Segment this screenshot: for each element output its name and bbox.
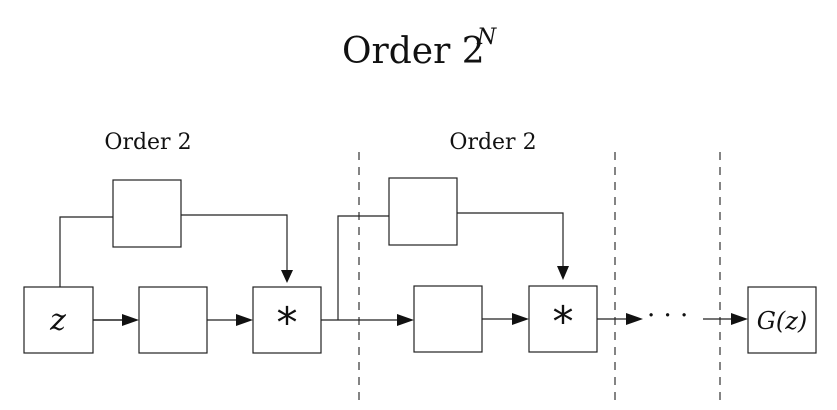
first-feedback-box (112, 179, 182, 248)
title-base: Order 2 (342, 31, 485, 72)
continuation-dots: · · · (647, 301, 688, 331)
second-forward-to-multiply-arrowhead (512, 313, 529, 325)
first-feedback-input-line (59, 216, 113, 287)
second-forward-box (413, 285, 483, 353)
output-label: G(z) (757, 307, 808, 335)
second-feedback-box (388, 177, 458, 246)
title: Order 2 N (342, 25, 497, 72)
input-box (23, 286, 94, 354)
second-multiply-label: * (553, 297, 574, 346)
output-box (747, 286, 817, 354)
second-feedback-input-line (337, 215, 389, 320)
first-forward-to-multiply-arrowhead (236, 314, 253, 326)
first-section-label: Order 2 (104, 130, 191, 155)
input-label: z (49, 303, 66, 338)
first-multiply-box (252, 286, 322, 354)
first-forward-box (138, 286, 208, 354)
second-feedback-arrowhead (557, 266, 569, 280)
first-output-to-second-forward-arrowhead (397, 314, 414, 326)
second-section-label: Order 2 (449, 130, 536, 155)
output-input-arrowhead (731, 313, 748, 325)
first-feedback-output-line (181, 214, 288, 270)
first-feedback-arrowhead (281, 270, 293, 283)
title-superscript: N (476, 25, 497, 50)
second-feedback-output-line (457, 212, 564, 266)
first-multiply-label: * (277, 298, 298, 347)
input-to-first-forward-arrowhead (122, 314, 139, 326)
second-output-arrowhead (626, 313, 643, 325)
